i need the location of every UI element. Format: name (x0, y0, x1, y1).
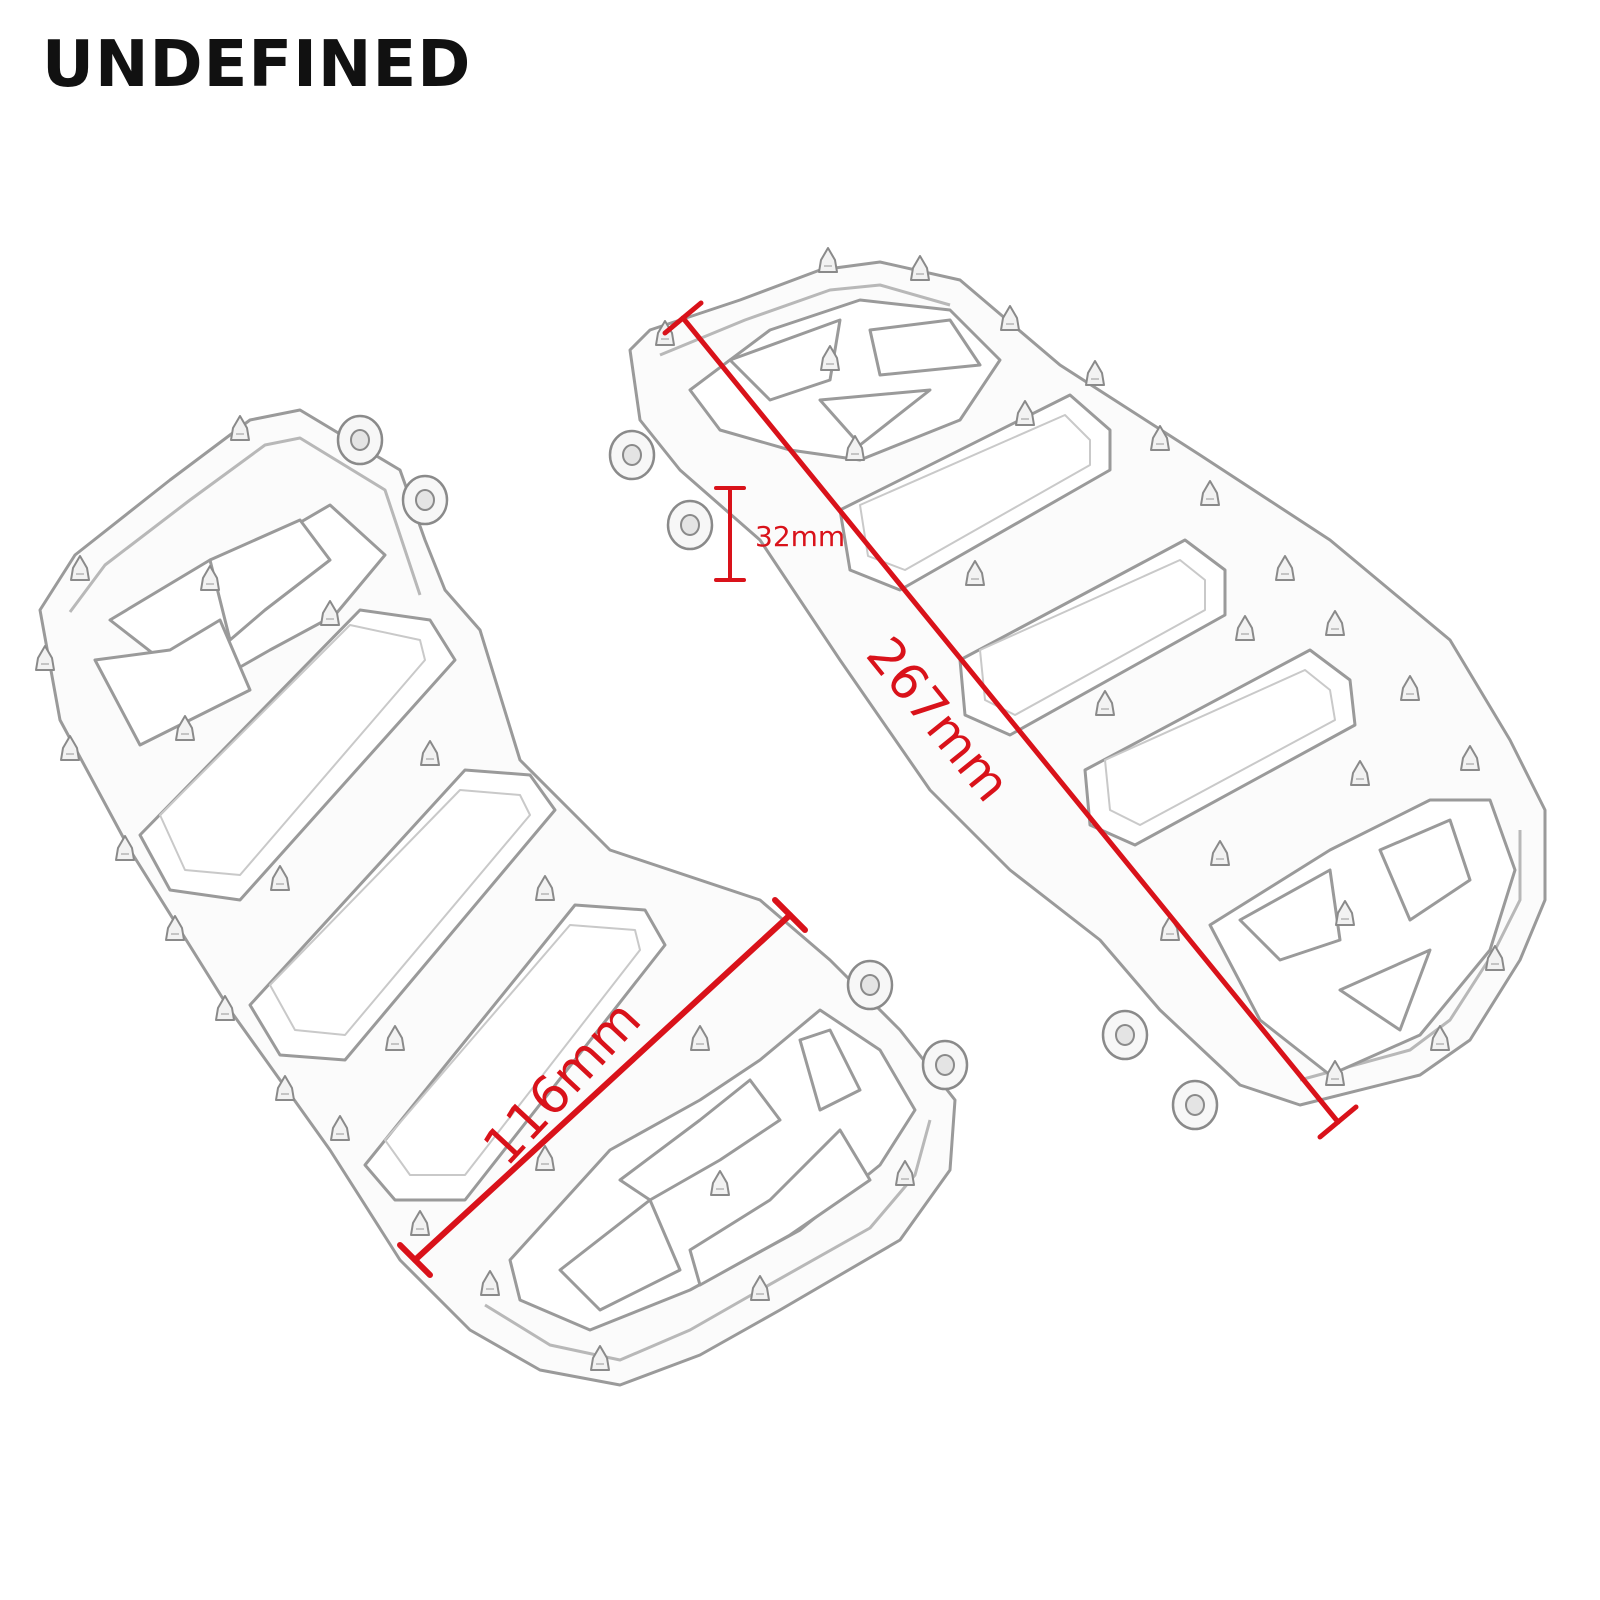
dimension-length (662, 300, 1359, 1140)
dimension-mount (714, 486, 746, 582)
footboard-right (608, 247, 1547, 1131)
brand-logo-text: UNDEFINED (42, 28, 472, 102)
dimension-mount-label: 32mm (755, 520, 845, 553)
footboard-left (35, 408, 969, 1387)
dimension-width (397, 897, 808, 1278)
